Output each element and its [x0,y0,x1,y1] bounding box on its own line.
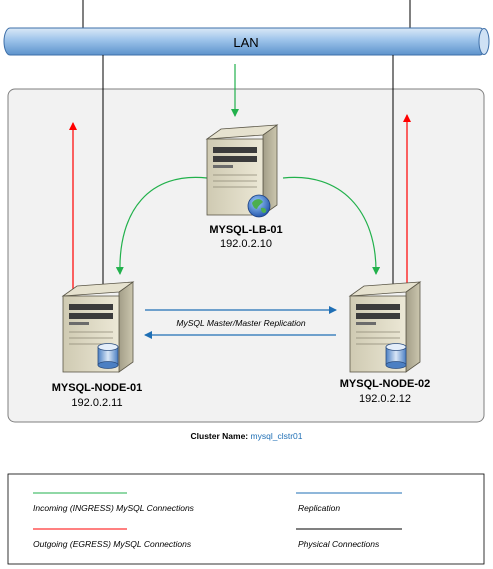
replication-label: MySQL Master/Master Replication [176,318,306,328]
lan-label: LAN [233,35,258,50]
ingress-curve-lb-to-node2 [282,176,381,275]
node1-name-label: MYSQL-NODE-01 [52,382,142,394]
cluster-name-value: mysql_clstr01 [250,431,303,441]
node2-ip-label: 192.0.2.12 [359,393,411,405]
cluster-name-caption: Cluster Name: mysql_clstr01 [0,431,493,441]
ingress-curve-lb-to-node1 [115,176,208,275]
database-icon [385,343,407,369]
cluster-name-prefix: Cluster Name: [190,431,249,441]
lb-ip-label: 192.0.2.10 [220,238,272,250]
lan-pipe [3,27,490,56]
legend-outgoing-label: Outgoing (EGRESS) MySQL Connections [33,539,192,549]
node1-ip-label: 192.0.2.11 [71,397,122,409]
legend-physical-label: Physical Connections [298,539,380,549]
database-icon [97,343,119,369]
legend-replication-label: Replication [298,503,340,513]
lb-name-label: MYSQL-LB-01 [209,224,282,236]
legend-box [7,473,485,565]
legend-incoming-label: Incoming (INGRESS) MySQL Connections [33,503,195,513]
node2-name-label: MYSQL-NODE-02 [340,378,430,390]
globe-icon [247,194,271,218]
